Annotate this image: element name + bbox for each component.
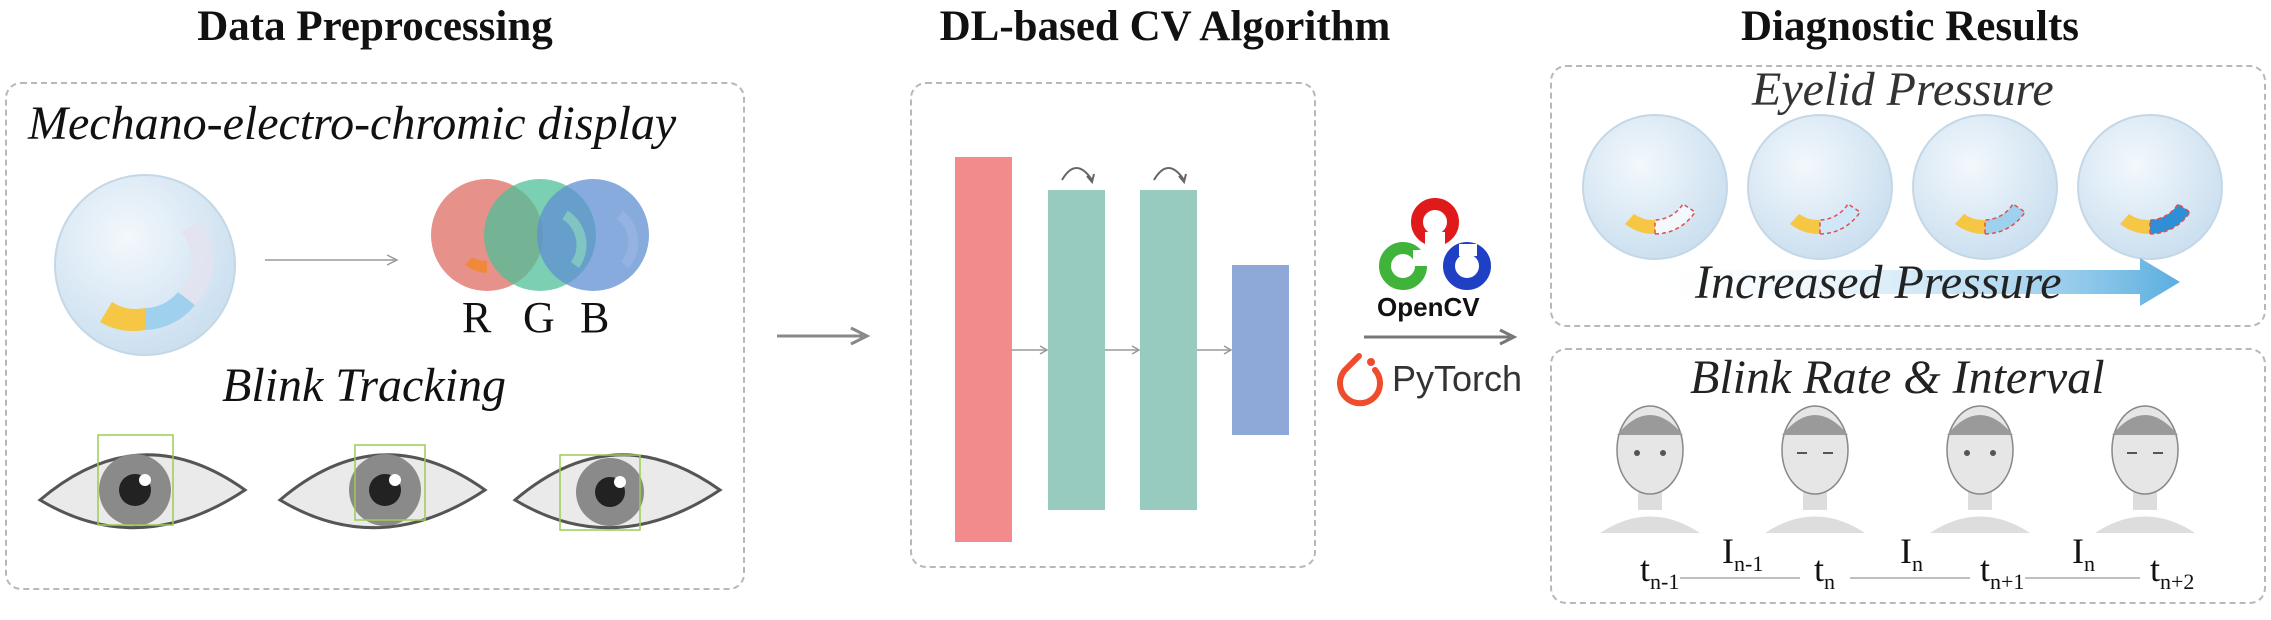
- blink-rate-panel: [1550, 348, 2266, 604]
- interval-label-3: In: [2072, 531, 2095, 577]
- network-diagram: [955, 157, 1289, 542]
- pressure-lenses-icon: [1582, 114, 2223, 306]
- opencv-label: OpenCV: [1377, 292, 1480, 322]
- time-label-4: tn+2: [2150, 549, 2195, 595]
- channel-b-label: B: [580, 293, 610, 342]
- pytorch-logo-icon: [1337, 353, 1383, 407]
- input-block: [955, 157, 1012, 542]
- to-results-arrow: [1364, 328, 1518, 346]
- opencv-logo-icon: [1379, 198, 1491, 290]
- display-label: Mechano-electro-chromic display: [28, 97, 677, 150]
- hidden-block-2: [1140, 190, 1197, 510]
- time-label-2: tn: [1814, 549, 1836, 595]
- increased-pressure-label: Increased Pressure: [1695, 256, 2062, 309]
- output-block: [1232, 265, 1289, 435]
- eyelid-pressure-panel: [1550, 65, 2266, 327]
- blink-rate-label: Blink Rate & Interval: [1690, 351, 2105, 404]
- interval-label-1: In-1: [1722, 531, 1764, 577]
- preprocessing-panel: [5, 82, 745, 590]
- rgb-channels-icon: [431, 179, 649, 291]
- contact-lens-icon: [54, 174, 236, 356]
- blink-tracking-label: Blink Tracking: [222, 359, 506, 412]
- results-title: Diagnostic Results: [1740, 3, 2080, 50]
- hidden-block-1: [1048, 190, 1105, 510]
- to-algorithm-arrow: [777, 326, 871, 346]
- preprocess-arrow: [265, 254, 399, 266]
- timeline-line: [1680, 577, 2140, 579]
- pytorch-label: PyTorch: [1392, 358, 1523, 399]
- preprocessing-title: Data Preprocessing: [197, 3, 553, 50]
- eye-frames-icon: [37, 434, 723, 531]
- interval-label-2: In: [1900, 531, 1923, 577]
- channel-g-label: G: [523, 293, 555, 342]
- eyelid-pressure-label: Eyelid Pressure: [1752, 63, 2054, 116]
- time-label-3: tn+1: [1980, 549, 2025, 595]
- algorithm-panel: [910, 82, 1316, 568]
- algorithm-title: DL-based CV Algorithm: [939, 3, 1391, 50]
- time-label-1: tn-1: [1640, 549, 1680, 595]
- channel-r-label: R: [462, 293, 492, 342]
- faces-icon: [1600, 405, 2195, 533]
